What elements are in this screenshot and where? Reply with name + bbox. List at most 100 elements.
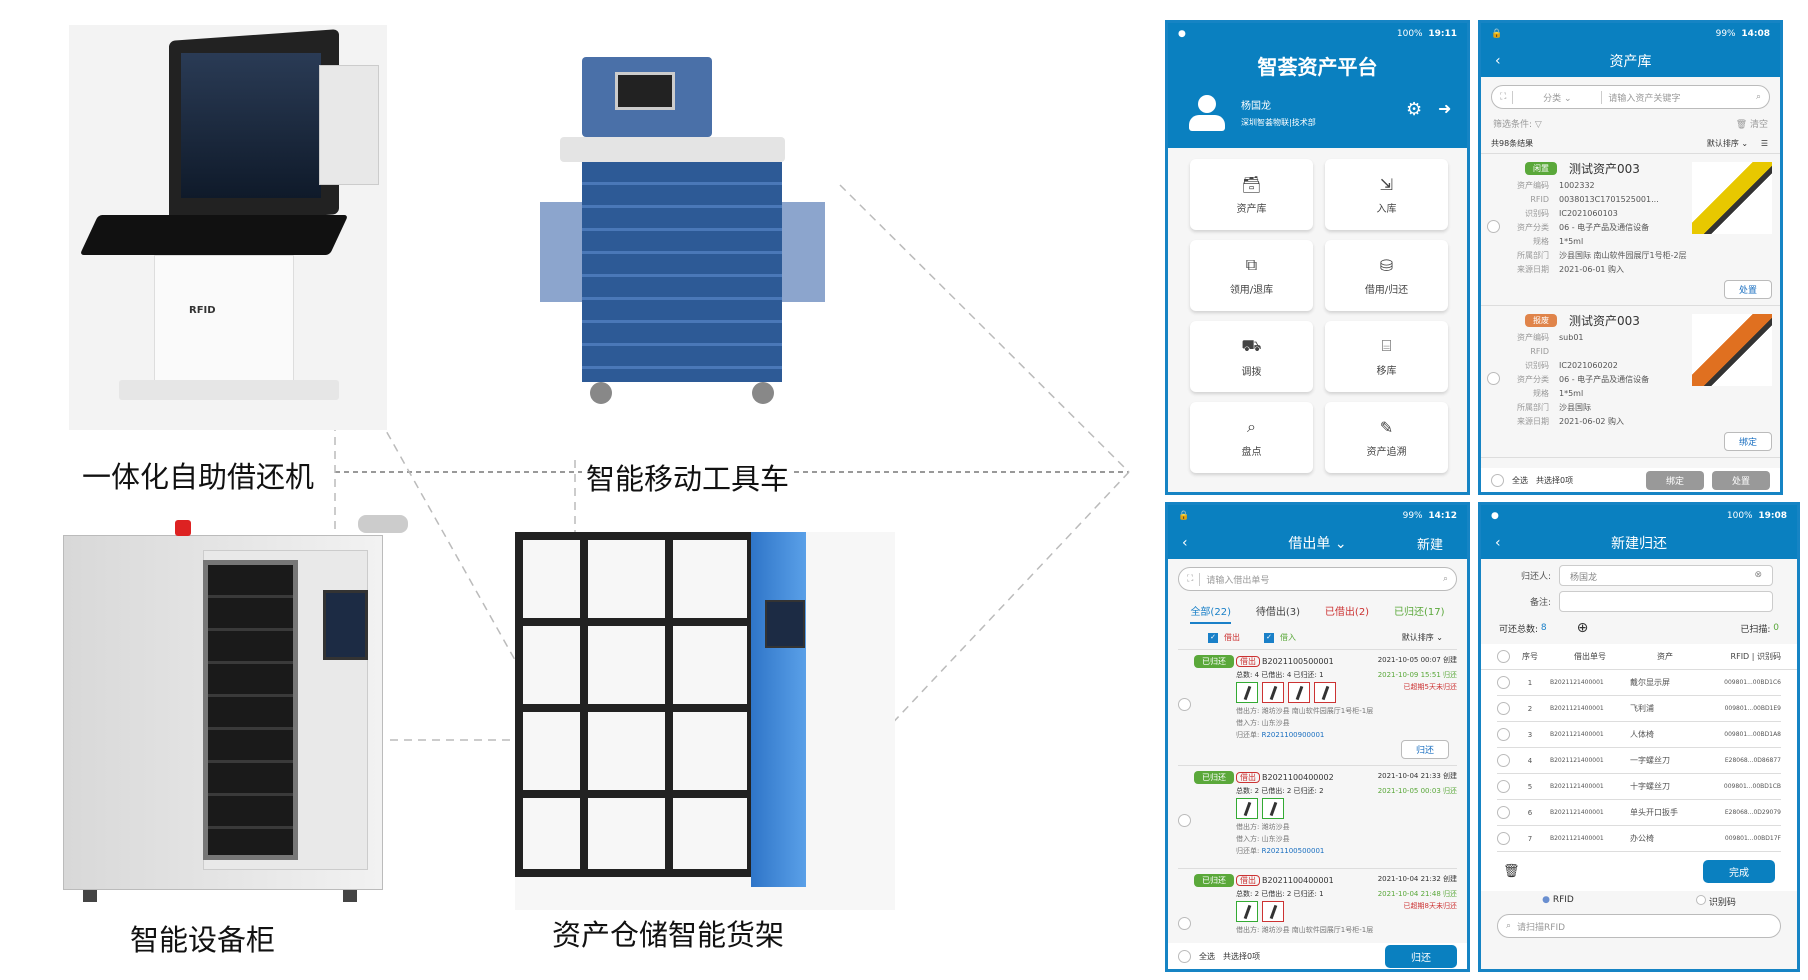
row-order: B2021121400001 [1550,783,1604,790]
order-search-bar[interactable]: ⛶ 请输入借出单号 ⌕ [1178,567,1457,591]
mode-rfid[interactable]: ● RFID [1542,895,1574,905]
row-no: 1 [1527,678,1533,687]
select-all-radio[interactable] [1178,949,1191,963]
checkbox-borrow-label: 借入 [1280,633,1296,642]
row-select-radio[interactable] [1497,806,1510,819]
clear-input-icon[interactable]: ⊗ [1754,570,1762,580]
menu-tile[interactable]: 🗃资产库 [1190,159,1313,230]
order-type-tag: 借出 [1236,875,1260,886]
row-select-radio[interactable] [1497,780,1510,793]
return-action-button[interactable]: 归还 [1400,740,1449,759]
sort-select[interactable]: 默认排序 ⌄ ☰ [1706,139,1768,148]
field-value: 2021-06-01 购入 [1559,265,1625,274]
order-select-radio[interactable] [1178,917,1191,930]
checkbox-lend[interactable]: ✓ [1208,632,1218,643]
row-select-radio[interactable] [1497,702,1510,715]
product-label-kiosk: 一体化自助借还机 [78,454,319,496]
sort-select[interactable]: 默认排序 ⌄ [1401,633,1443,642]
row-no: 7 [1527,834,1533,843]
field-label: 规格 [1533,237,1549,246]
app-title: 智荟资产平台 [1257,55,1378,79]
order-search-input[interactable]: 请输入借出单号 [1199,572,1437,586]
tool-thumbnail [1314,682,1336,703]
trash-icon[interactable]: 🗑 [1503,864,1520,879]
scan-icon[interactable]: ⛶ [1187,574,1194,584]
return-button[interactable]: 归还 [1385,944,1457,968]
battery-level: 100% [1726,511,1753,521]
menu-tile[interactable]: ⌕盘点 [1190,402,1313,473]
search-icon[interactable]: ⌕ [1755,92,1761,102]
truck-icon: ⛟ [1241,335,1262,355]
menu-tile[interactable]: ⛁借用/归还 [1325,240,1448,311]
filter-button[interactable]: 筛选条件: ▽ [1493,120,1542,130]
screen-title[interactable]: 借出单 ⌄ [1288,536,1347,552]
select-all-radio[interactable] [1497,650,1510,663]
product-label-storage-shelf: 资产仓储智能货架 [548,912,789,954]
menu-tile-label: 调拨 [1241,366,1262,378]
asset-select-radio[interactable] [1487,220,1500,233]
back-button[interactable]: ‹ [1495,53,1501,69]
add-circle-icon[interactable]: ⊕ [1576,620,1589,636]
order-select-radio[interactable] [1178,698,1191,711]
filter-tab[interactable]: 全部(22) [1190,603,1231,624]
done-button[interactable]: 完成 [1703,860,1775,883]
row-select-radio[interactable] [1497,832,1510,845]
menu-tile[interactable]: ⇲入库 [1325,159,1448,230]
order-created: 2021-10-05 00:07 创建 [1377,656,1457,664]
menu-tile[interactable]: ⧉领用/退库 [1190,240,1313,311]
clear-button[interactable]: 🗑 清空 [1735,120,1768,130]
rfid-scan-input[interactable]: ⌕请扫描RFID [1497,914,1781,938]
filter-tab[interactable]: 已借出(2) [1324,607,1370,618]
asset-select-radio[interactable] [1487,372,1500,385]
menu-tile[interactable]: ✎资产追溯 [1325,402,1448,473]
row-select-radio[interactable] [1497,676,1510,689]
asset-action-button[interactable]: 处置 [1723,280,1772,299]
mode-id-code[interactable]: 识别码 [1696,895,1736,908]
dispose-button[interactable]: 处置 [1711,470,1770,490]
search-icon[interactable]: ⌕ [1442,574,1448,584]
selected-count: 共选择0项 [1536,475,1574,485]
scan-icon[interactable]: ⛶ [1500,92,1507,102]
new-button[interactable]: 新建 [1416,537,1443,553]
row-select-radio[interactable] [1497,728,1510,741]
returner-input[interactable]: 杨国龙⊗ [1559,565,1773,586]
select-all-radio[interactable] [1491,473,1504,487]
filter-tab[interactable]: 已归还(17) [1393,607,1445,618]
return-order-link[interactable]: R2021100900001 [1261,731,1325,739]
bind-button[interactable]: 绑定 [1645,470,1704,490]
logout-icon[interactable]: ➜ [1438,99,1452,118]
return-order-link[interactable]: R2021100500001 [1261,847,1325,855]
gear-icon[interactable]: ⚙ [1406,99,1423,120]
row-select-radio[interactable] [1497,754,1510,767]
row-no: 6 [1527,808,1533,817]
row-no: 2 [1527,704,1533,713]
checkbox-borrow[interactable]: ✓ [1264,632,1274,643]
menu-tile[interactable]: ⌸移库 [1325,321,1448,392]
note-input[interactable] [1559,591,1773,612]
asset-search-input[interactable]: 请输入资产关键字 [1608,93,1681,104]
row-rfid: 009801...00BD1E9 [1724,705,1781,712]
status-bar: ●100% 19:11 [1168,23,1467,45]
back-button[interactable]: ‹ [1182,535,1188,551]
asset-action-button[interactable]: 绑定 [1723,432,1772,451]
back-button[interactable]: ‹ [1495,535,1501,551]
field-label: 所属部门 [1517,403,1549,412]
avatar-icon[interactable] [1188,95,1226,133]
category-select[interactable]: 分类 ⌄ [1512,90,1603,104]
menu-tile[interactable]: ⛟ 调拨 [1190,321,1313,392]
filter-tab[interactable]: 待借出(3) [1255,607,1301,618]
asset-search-bar[interactable]: ⛶ 分类 ⌄ 请输入资产关键字 ⌕ [1491,85,1770,109]
order-select-radio[interactable] [1178,814,1191,827]
